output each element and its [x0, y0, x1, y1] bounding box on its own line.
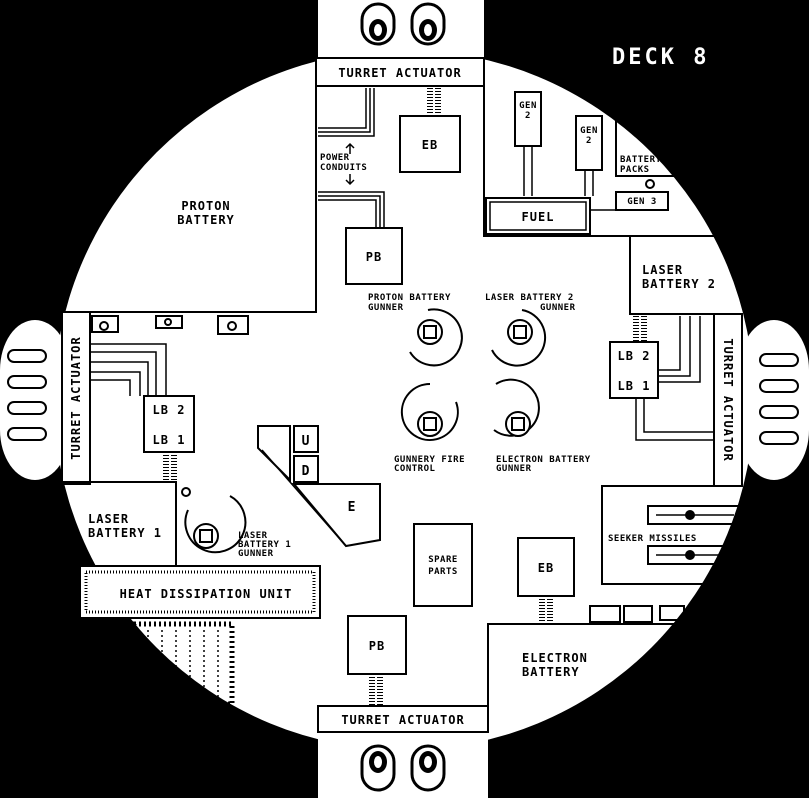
lb-box-right[interactable]: LB 2 LB 1 — [609, 316, 714, 441]
pb-box-bottom[interactable]: PB — [347, 615, 407, 706]
gen-3[interactable]: GEN 3 — [615, 191, 669, 211]
power-conduits: POWER CONDUITS — [318, 88, 441, 228]
station-label: LASER — [238, 531, 268, 541]
room-laser-battery-1[interactable]: LASER BATTERY 1 — [62, 481, 177, 566]
fuel-tank[interactable]: FUEL — [485, 197, 616, 235]
room-label: BATTERY 2 — [642, 277, 716, 291]
room-label: BATTERY — [177, 213, 235, 227]
vent-grid — [131, 621, 235, 707]
room-label: PROTON — [181, 199, 230, 213]
elevator[interactable]: E — [261, 449, 381, 548]
deck-title: DECK 8 — [612, 45, 709, 70]
turret-actuator-left[interactable]: TURRET ACTUATOR — [61, 311, 91, 485]
gen-label: GEN — [580, 126, 598, 136]
heat-unit-label: HEAT DISSIPATION UNIT — [120, 587, 293, 601]
eb-box-top[interactable]: EB — [399, 115, 461, 173]
room-electron-battery[interactable]: ELECTRON BATTERY — [487, 623, 720, 706]
turret-actuator-top[interactable]: TURRET ACTUATOR — [315, 57, 485, 87]
eb-label: EB — [422, 138, 438, 152]
turret-actuator-label: TURRET ACTUATOR — [338, 66, 461, 80]
room-proton-battery[interactable]: PROTON BATTERY — [62, 86, 317, 313]
turret-tube-icon — [360, 2, 446, 46]
gen-label: 2 — [586, 136, 592, 146]
conduit-label: CONDUITS — [320, 163, 367, 173]
eb-label: EB — [538, 561, 554, 575]
generator-area — [483, 86, 720, 237]
lb-label: LB 1 — [618, 379, 651, 393]
seeker-missiles[interactable]: SEEKER MISSILES — [601, 485, 743, 585]
gen-2-a[interactable]: GEN 2 — [514, 91, 542, 196]
battery-packs-label: PACKS — [620, 165, 650, 175]
turret-actuator-bottom[interactable]: TURRET ACTUATOR — [317, 705, 489, 733]
turret-tube-icon — [759, 353, 799, 445]
conduit-label: POWER — [320, 153, 350, 163]
station-label: GUNNER — [540, 303, 576, 313]
spare-parts-label: SPARE — [428, 555, 458, 565]
gen-label: GEN 3 — [627, 197, 657, 207]
station-label: GUNNER — [238, 549, 274, 559]
lift-up-down[interactable]: U D — [257, 425, 319, 483]
battery-packs-label: BATTERY — [620, 155, 662, 165]
room-label: LASER — [642, 263, 683, 277]
eb-box-bottom[interactable]: EB — [517, 537, 575, 626]
turret-tube-icon — [360, 744, 446, 792]
console-row-left — [91, 315, 249, 335]
spare-parts-label: PARTS — [428, 567, 458, 577]
lift-up-label: U — [302, 434, 311, 449]
turret-tubes — [7, 2, 799, 792]
elevator-label: E — [348, 500, 357, 515]
gunner-station-proton[interactable]: PROTON BATTERY GUNNER — [368, 293, 463, 367]
gen-2-b[interactable]: GEN 2 — [575, 115, 603, 196]
turret-tube-icon — [7, 349, 47, 441]
pb-label: PB — [366, 250, 382, 264]
seeker-missiles-label: SEEKER MISSILES — [608, 534, 697, 544]
station-label: BATTERY 1 — [238, 540, 291, 550]
turret-actuator-right[interactable]: TURRET ACTUATOR — [713, 313, 743, 487]
gen-label: 2 — [525, 111, 531, 121]
station-label: GUNNER — [496, 464, 532, 474]
station-label: GUNNERY FIRE — [394, 455, 465, 465]
room-label: LASER — [88, 512, 129, 526]
fuel-label: FUEL — [522, 210, 555, 224]
lift-down-label: D — [302, 464, 311, 479]
turret-actuator-label: TURRET ACTUATOR — [721, 338, 735, 461]
pb-label: PB — [369, 639, 385, 653]
station-label: LASER BATTERY 2 — [485, 293, 574, 303]
room-label: BATTERY 1 — [88, 526, 162, 540]
station-label: GUNNER — [368, 303, 404, 313]
station-label: ELECTRON BATTERY — [496, 455, 591, 465]
station-label: CONTROL — [394, 464, 436, 474]
room-label: ELECTRON — [522, 651, 588, 665]
lb-label: LB 2 — [618, 349, 651, 363]
gunner-station-laser1[interactable]: LASER BATTERY 1 GUNNER — [181, 487, 291, 559]
console-row-right — [589, 605, 685, 623]
lb-box-left[interactable]: LB 2 LB 1 — [90, 343, 195, 482]
battery-packs: BATTERY PACKS — [620, 155, 662, 189]
turret-actuator-label: TURRET ACTUATOR — [341, 713, 464, 727]
lb-label: LB 1 — [153, 433, 186, 447]
spare-parts[interactable]: SPARE PARTS — [413, 523, 473, 607]
gunner-station-electron[interactable]: ELECTRON BATTERY GUNNER — [493, 378, 591, 474]
room-laser-battery-2[interactable]: LASER BATTERY 2 — [629, 236, 716, 315]
gen-label: GEN — [519, 101, 537, 111]
room-label: BATTERY — [522, 665, 580, 679]
heat-dissipation-unit[interactable]: HEAT DISSIPATION UNIT — [79, 565, 321, 619]
gunner-station-laser2[interactable]: LASER BATTERY 2 GUNNER — [485, 293, 576, 367]
station-label: PROTON BATTERY — [368, 293, 451, 303]
lb-label: LB 2 — [153, 403, 186, 417]
pb-box-top[interactable]: PB — [345, 227, 403, 285]
gunner-station-fire-control[interactable]: GUNNERY FIRE CONTROL — [394, 382, 465, 474]
turret-actuator-label: TURRET ACTUATOR — [69, 336, 83, 459]
